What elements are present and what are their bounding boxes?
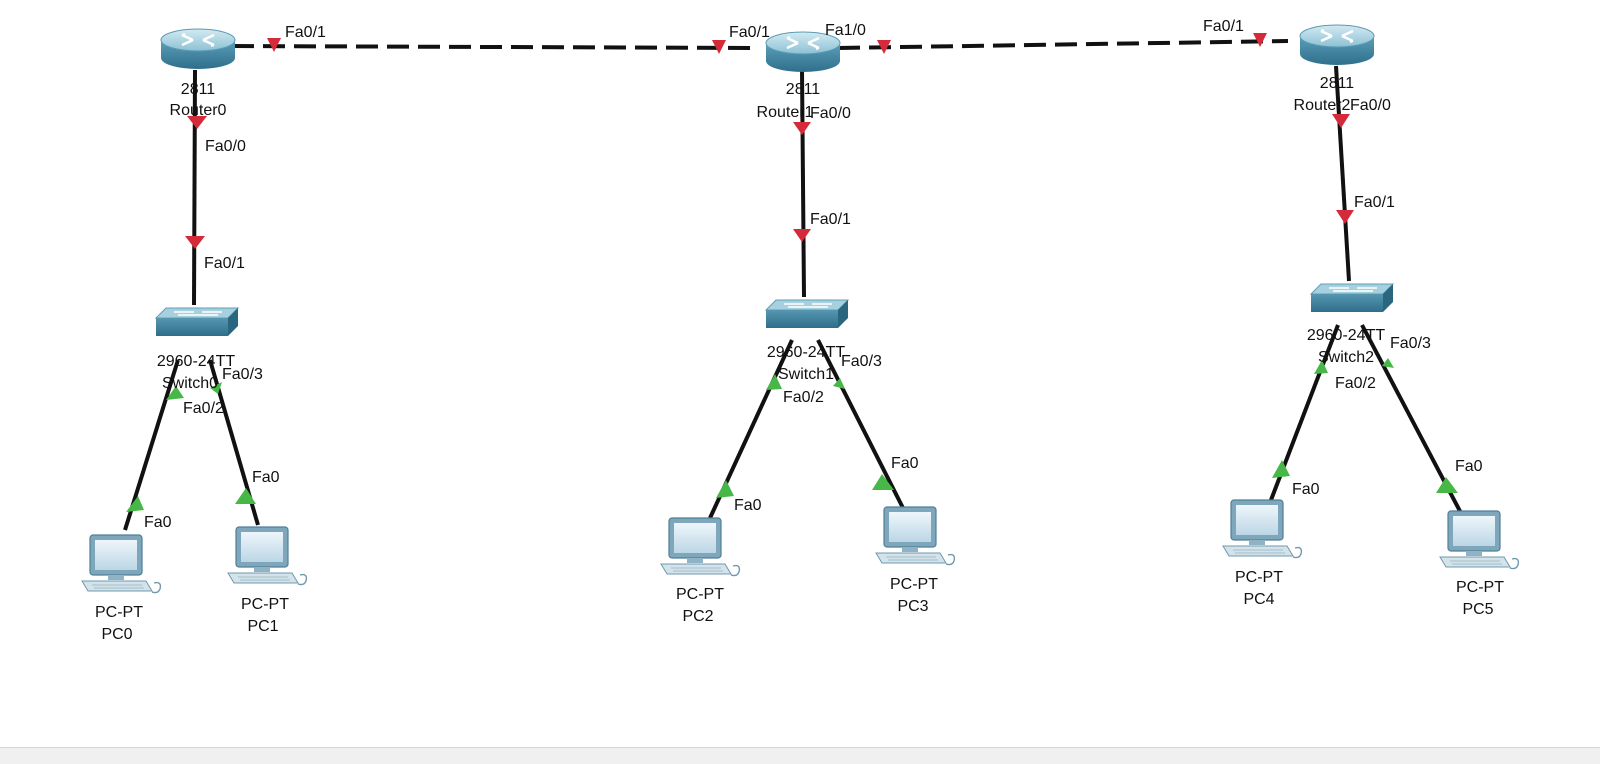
pc-pc1[interactable]: PC-PT PC1 — [227, 526, 308, 635]
port-label: Fa0/1 — [1354, 194, 1395, 211]
link-router0-router1[interactable] — [231, 44, 759, 50]
pc-pc3[interactable]: PC-PT PC3 — [875, 506, 956, 615]
router-router2[interactable]: 2811 Router2 — [1294, 23, 1376, 114]
port-label: Fa0 — [891, 455, 919, 472]
device-name: PC5 — [1462, 601, 1493, 618]
device-name: PC2 — [682, 608, 713, 625]
device-name: Switch0 — [162, 375, 218, 392]
switch-icon — [765, 299, 849, 329]
link-router2-switch2[interactable] — [1334, 65, 1351, 282]
switch-switch0[interactable]: 2960-24TT Switch0 — [155, 307, 239, 392]
device-model: PC-PT — [1235, 569, 1283, 586]
link-router1-router2[interactable] — [837, 39, 1289, 50]
pc-pc4[interactable]: PC-PT PC4 — [1222, 499, 1303, 608]
port-label: Fa1/0 — [825, 22, 866, 39]
router-icon — [159, 27, 237, 71]
device-model: 2811 — [786, 81, 821, 98]
device-name: PC0 — [101, 626, 132, 643]
status-up-icon — [766, 374, 782, 390]
port-label: Fa0/3 — [1390, 335, 1431, 352]
port-label: Fa0/1 — [1203, 18, 1244, 35]
port-label: Fa0/0 — [205, 138, 246, 155]
pc-icon — [1222, 499, 1303, 559]
device-model: 2811 — [181, 81, 216, 98]
status-up-icon — [1272, 460, 1290, 478]
link-switch1-pc3[interactable] — [816, 339, 905, 509]
pc-icon — [1439, 510, 1520, 570]
device-model: 2960-24TT — [767, 344, 845, 361]
device-name: Router2 — [1294, 97, 1351, 114]
router-icon — [1298, 23, 1376, 67]
port-label: Fa0/0 — [810, 105, 851, 122]
pc-icon — [227, 526, 308, 586]
status-down-icon — [877, 40, 891, 54]
switch-switch2[interactable]: 2960-24TT Switch2 — [1307, 283, 1394, 366]
status-down-icon — [712, 40, 726, 54]
port-label: Fa0/2 — [183, 400, 224, 417]
device-name: Router1 — [757, 104, 814, 121]
switch-switch1[interactable]: 2960-24TT Switch1 — [765, 299, 849, 383]
device-name: PC4 — [1243, 591, 1274, 608]
pc-pc5[interactable]: PC-PT PC5 — [1439, 510, 1520, 618]
port-label: Fa0 — [734, 497, 762, 514]
device-model: PC-PT — [890, 576, 938, 593]
status-down-icon — [793, 122, 811, 135]
pc-pc2[interactable]: PC-PT PC2 — [660, 517, 741, 625]
status-down-icon — [1332, 114, 1350, 128]
device-name: Switch2 — [1318, 349, 1374, 366]
status-down-icon — [1253, 33, 1267, 47]
device-name: PC1 — [247, 618, 278, 635]
port-label: Fa0/3 — [222, 366, 263, 383]
status-up-icon — [1436, 477, 1458, 493]
router-router1[interactable]: 2811 Router1 — [757, 30, 842, 121]
device-name: Router0 — [170, 102, 227, 119]
pc-icon — [660, 517, 741, 577]
status-down-icon — [793, 229, 811, 242]
port-label: Fa0/1 — [204, 255, 245, 272]
status-up-icon — [235, 488, 256, 504]
status-up-icon — [833, 378, 845, 389]
status-down-icon — [185, 236, 205, 249]
device-model: 2960-24TT — [157, 353, 235, 370]
device-model: PC-PT — [95, 604, 143, 621]
port-label: Fa0/2 — [783, 389, 824, 406]
device-model: PC-PT — [676, 586, 724, 603]
status-up-icon — [716, 480, 734, 498]
device-model: 2960-24TT — [1307, 327, 1385, 344]
port-label: Fa0 — [144, 514, 172, 531]
port-label: Fa0/1 — [810, 211, 851, 228]
device-name: Switch1 — [778, 366, 834, 383]
switch-icon — [1310, 283, 1394, 313]
status-down-icon — [1336, 210, 1354, 224]
device-name: PC3 — [897, 598, 928, 615]
port-label: Fa0 — [1455, 458, 1483, 475]
status-down-icon — [267, 38, 281, 52]
status-bar — [0, 747, 1600, 764]
device-model: PC-PT — [1456, 579, 1504, 596]
port-label: Fa0/0 — [1350, 97, 1391, 114]
switch-icon — [155, 307, 239, 337]
status-up-icon — [1314, 360, 1328, 374]
port-label: Fa0/1 — [729, 24, 770, 41]
link-router0-switch0[interactable] — [192, 69, 197, 306]
port-label: Fa0 — [252, 469, 280, 486]
router-router0[interactable]: 2811 Router0 — [159, 27, 237, 119]
status-up-icon — [210, 382, 222, 394]
status-up-icon — [166, 386, 184, 400]
status-up-icon — [126, 496, 144, 512]
pc-icon — [81, 534, 162, 594]
device-model: PC-PT — [241, 596, 289, 613]
status-up-icon — [1382, 358, 1394, 368]
status-down-icon — [187, 116, 207, 129]
device-model: 2811 — [1320, 75, 1355, 92]
port-label: Fa0 — [1292, 481, 1320, 498]
port-label: Fa0/1 — [285, 24, 326, 41]
port-label: Fa0/2 — [1335, 375, 1376, 392]
port-label: Fa0/3 — [841, 353, 882, 370]
status-up-icon — [872, 474, 894, 490]
link-router1-switch1[interactable] — [800, 69, 806, 298]
pc-pc0[interactable]: PC-PT PC0 — [81, 534, 162, 643]
pc-icon — [875, 506, 956, 566]
